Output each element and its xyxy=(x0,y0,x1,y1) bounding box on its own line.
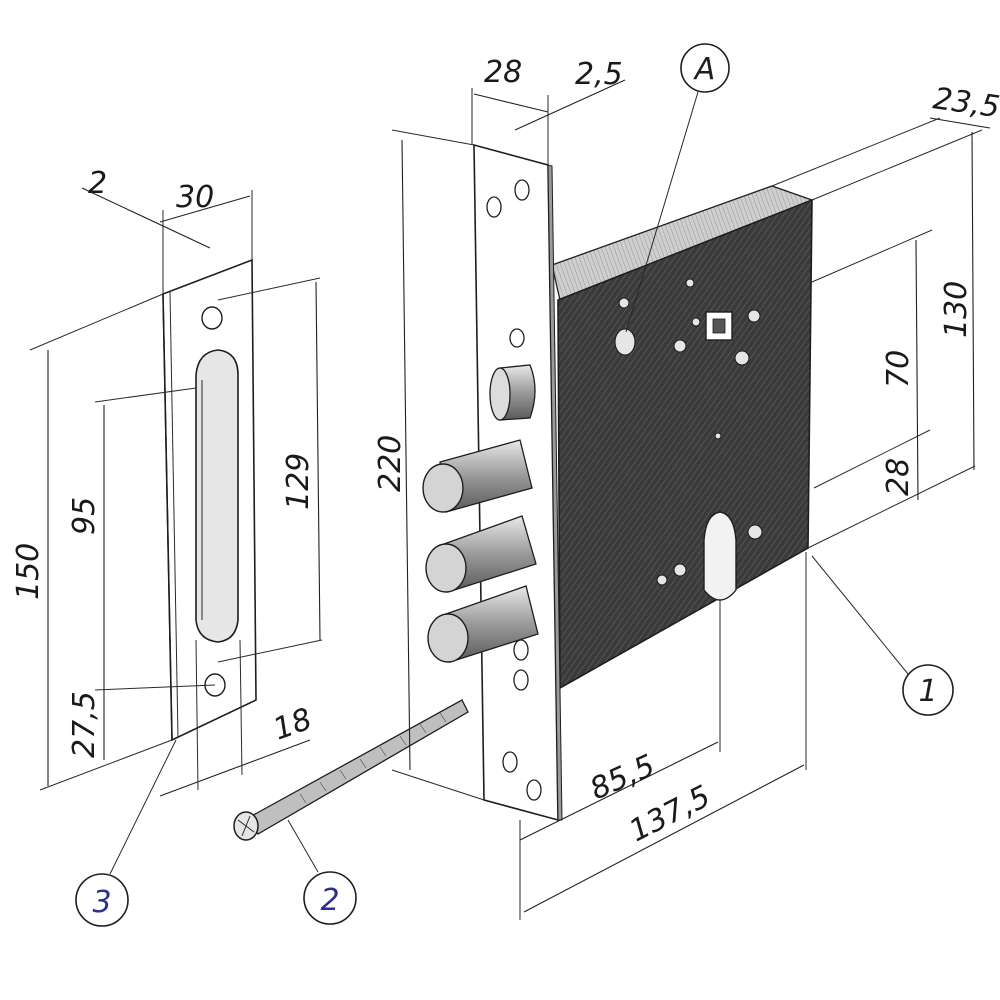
dim-30: 30 xyxy=(176,180,214,215)
callout-A: A xyxy=(680,43,730,93)
dim-220: 220 xyxy=(373,435,408,492)
screw-hole xyxy=(513,639,529,661)
screw-hole xyxy=(514,179,530,201)
svg-text:3: 3 xyxy=(92,885,111,920)
screw-hole xyxy=(486,196,502,218)
callout-2: 2 xyxy=(303,871,357,925)
faceplate xyxy=(422,143,563,822)
screw-hole xyxy=(201,306,223,330)
callout-3: 3 xyxy=(75,873,129,927)
leader-lines xyxy=(109,91,909,875)
dim-130: 130 xyxy=(939,281,974,338)
dim-70: 70 xyxy=(881,350,916,388)
svg-text:1: 1 xyxy=(918,674,937,709)
lock-dimensions xyxy=(391,79,991,920)
dim-28-face: 28 xyxy=(484,55,522,90)
dim-27-5: 27,5 xyxy=(67,691,102,758)
dim-129: 129 xyxy=(281,453,316,510)
latch xyxy=(489,364,536,421)
strike-plate xyxy=(162,258,257,742)
screw-hole xyxy=(502,751,518,773)
screw xyxy=(233,699,469,841)
screw-hole xyxy=(509,328,525,348)
screw-hole xyxy=(513,669,529,691)
cylinder-cutout xyxy=(703,511,737,601)
svg-text:A: A xyxy=(693,52,716,87)
dim-28-cyl: 28 xyxy=(881,458,916,496)
deadbolt-2 xyxy=(425,515,537,593)
screw-hole xyxy=(526,779,542,801)
dim-150: 150 xyxy=(11,543,46,600)
deadbolt-1 xyxy=(422,439,533,513)
dim-85-5: 85,5 xyxy=(585,748,660,807)
strike-dimensions xyxy=(29,187,323,797)
dim-23-5: 23,5 xyxy=(931,81,1000,125)
dim-2-5: 2,5 xyxy=(575,57,623,92)
svg-text:2: 2 xyxy=(320,883,339,918)
dim-2: 2 xyxy=(88,166,107,201)
dim-95: 95 xyxy=(67,497,102,535)
callouts: A 1 2 3 xyxy=(75,43,954,927)
callout-1: 1 xyxy=(902,664,954,716)
deadbolt-3 xyxy=(427,585,539,663)
lock-body xyxy=(551,185,814,690)
strike-slot xyxy=(195,349,239,643)
